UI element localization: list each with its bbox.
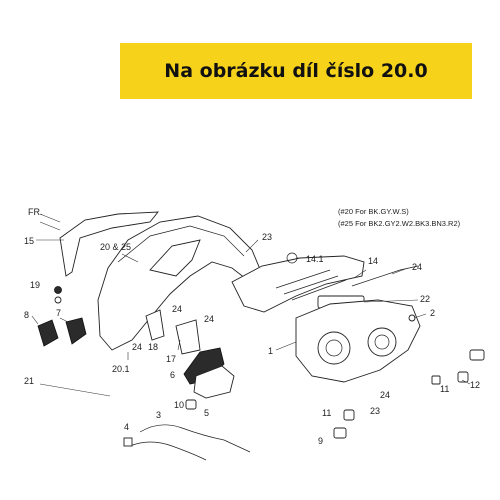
front-direction-label: FR. [28, 207, 43, 217]
leader-lines [31, 239, 471, 397]
part-side-indicator-left [37, 319, 59, 347]
fairing-intake-shape [149, 239, 201, 277]
callout-label: 24 [380, 390, 390, 400]
headlight-lens-right-inner [374, 334, 390, 350]
part-wire-harness-lower [139, 424, 251, 453]
callout-label: 4 [124, 422, 129, 432]
callout-label: 24 [412, 262, 422, 272]
callout-label: 24 [172, 304, 182, 314]
part-wire-harness-branch [129, 441, 207, 461]
callout-label: 1 [268, 346, 273, 356]
callout-label: 23 [370, 406, 380, 416]
callout-label: 11 [440, 384, 449, 394]
part-bracket-center [175, 319, 201, 355]
callout-label: 6 [170, 370, 175, 380]
callout-label: 18 [148, 342, 158, 352]
callout-label: 20.1 [112, 364, 130, 374]
part-rubber-grommet [185, 399, 197, 410]
part-nut [54, 296, 62, 304]
part-bolt [408, 314, 416, 322]
part-wire-harness-upper [351, 265, 419, 287]
headlight-lens-left [317, 331, 351, 365]
callout-label: 9 [318, 436, 323, 446]
inner-panel-grille [275, 269, 347, 301]
part-visor-strip [59, 211, 159, 277]
callout-label: 3 [156, 410, 161, 420]
callout-label: 11 [322, 408, 331, 418]
callout-label: 12 [470, 380, 480, 390]
part-connector [123, 437, 133, 447]
headlight-lens-right [367, 327, 397, 357]
part-side-indicator-right [65, 317, 87, 345]
callout-labels: 15 20 & 25 23 14.1 14 24 19 8 7 24 20.1 … [24, 232, 480, 446]
callout-label: 24 [204, 314, 214, 324]
callout-label: 7 [56, 308, 61, 318]
part-bulb-socket-right [469, 349, 485, 361]
callout-label: 2 [430, 308, 435, 318]
variant-note-20: (#20 For BK.GY.W.S) [338, 207, 409, 216]
callout-label: 22 [420, 294, 430, 304]
banner-text: Na obrázku díl číslo 20.0 [164, 60, 428, 82]
callout-label: 14 [368, 256, 378, 266]
callout-label: 19 [30, 280, 40, 290]
callout-label: 23 [262, 232, 272, 242]
callout-label: 15 [24, 236, 34, 246]
part-grommet [54, 286, 62, 294]
part-bracket-left [145, 309, 165, 341]
callout-label: 8 [24, 310, 29, 320]
front-direction-arrow [39, 213, 61, 231]
callout-label: 17 [166, 354, 176, 364]
part-bulb-lower-b [333, 427, 347, 439]
callout-label: 24 [132, 342, 142, 352]
callout-label: 21 [24, 376, 34, 386]
part-upper-fairing [97, 215, 263, 351]
part-number-banner: Na obrázku díl číslo 20.0 [120, 43, 472, 99]
variant-note-25: (#25 For BK2.GY2.W2.BK3.BN3.R2) [338, 219, 461, 228]
part-bulb-lower-a [343, 409, 355, 421]
part-position-light [183, 347, 225, 385]
fairing-inner-line [117, 225, 245, 263]
part-headlight [295, 299, 421, 383]
part-inner-panel [231, 255, 365, 313]
callout-label: 5 [204, 408, 209, 418]
headlight-lens-left-inner [325, 339, 343, 357]
callout-label: 10 [174, 400, 184, 410]
part-bulb-right [457, 371, 469, 383]
part-bulb-socket-small [431, 375, 441, 385]
part-mirror-base [193, 365, 235, 399]
callout-label: 14.1 [306, 254, 324, 264]
callout-label: 20 & 25 [100, 242, 131, 252]
